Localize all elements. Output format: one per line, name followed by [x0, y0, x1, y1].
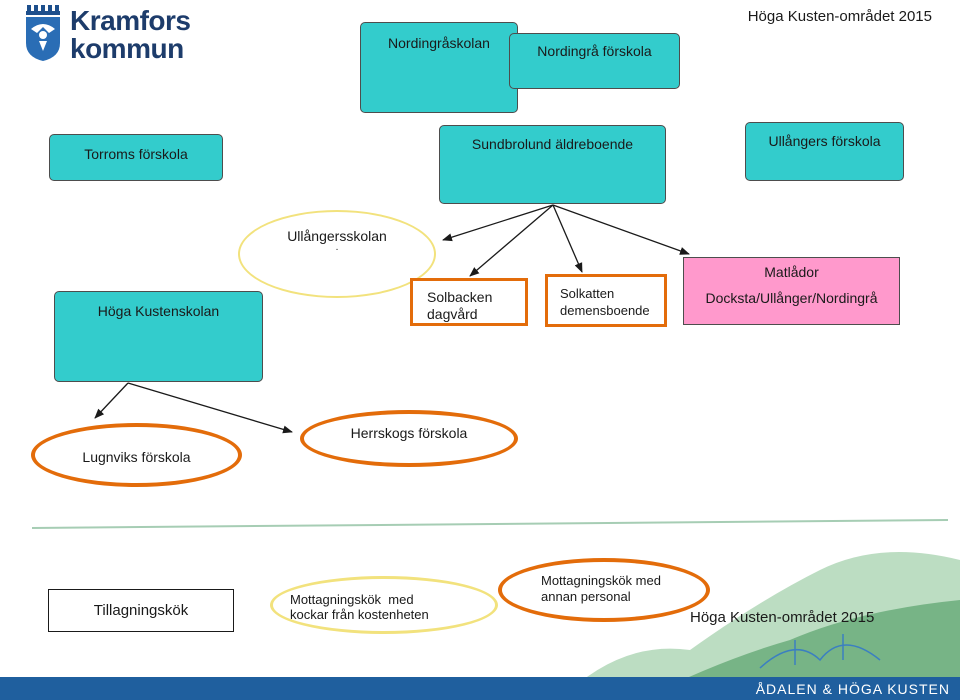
- node-dot: .: [335, 242, 339, 253]
- arrow-to-solbacken: [469, 204, 554, 277]
- legend-label-line1: Mottagningskök med: [290, 592, 414, 607]
- node-label-line2: demensboende: [560, 303, 650, 318]
- node-sundbrolund: Sundbrolund äldreboende: [439, 125, 666, 204]
- legend-mottagning-kockar: Mottagningskök med kockar från kostenhet…: [270, 576, 498, 634]
- arrow-to-lugnviks: [94, 382, 129, 419]
- node-label: Nordingråskolan: [388, 35, 490, 51]
- node-ullangers-forskola: Ullångers förskola: [745, 122, 904, 181]
- arrow-to-matlador: [552, 204, 690, 255]
- node-label-line1: Solbacken: [427, 289, 493, 305]
- legend-label-line2: kockar från kostenheten: [290, 607, 429, 622]
- legend-mottagning-personal: Mottagningskök med annan personal: [498, 558, 710, 622]
- footer-region-title: Höga Kusten-området 2015: [690, 609, 875, 626]
- footer-bar: [0, 677, 960, 700]
- node-label: Ullångersskolan: [287, 228, 387, 244]
- node-nordingra-forskola: Nordingrå förskola: [509, 33, 680, 89]
- footer-brand: ÅDALEN & HÖGA KUSTEN: [755, 681, 950, 697]
- node-label: Herrskogs förskola: [350, 425, 468, 441]
- legend-label-line1: Mottagningskök med: [541, 573, 661, 588]
- kramfors-logo: Kramfors kommun: [24, 5, 194, 65]
- node-label: Ullångers förskola: [768, 133, 881, 149]
- node-label: Höga Kustenskolan: [97, 303, 220, 319]
- node-label: Matlådor: [764, 264, 819, 280]
- node-sublabel: Docksta/Ullånger/Nordingrå: [705, 290, 878, 306]
- node-matlador: Matlådor Docksta/Ullånger/Nordingrå: [683, 257, 900, 325]
- node-herrskogs-forskola: Herrskogs förskola: [300, 410, 518, 467]
- node-label-line2: dagvård: [427, 306, 478, 322]
- separator-line: [31, 519, 949, 529]
- node-ullangersskolan: Ullångersskolan .: [238, 210, 436, 298]
- arrow-to-herrskogs: [127, 382, 293, 434]
- node-nordingraskolan: Nordingråskolan: [360, 22, 518, 113]
- node-label: Torroms förskola: [84, 146, 188, 162]
- arrow-to-ullangersskolan: [442, 204, 554, 242]
- node-label: Sundbrolund äldreboende: [471, 136, 634, 152]
- node-torroms-forskola: Torroms förskola: [49, 134, 223, 181]
- node-solbacken: Solbacken dagvård: [410, 278, 528, 326]
- node-label: Nordingrå förskola: [537, 43, 652, 59]
- node-hoga-kustenskolan: Höga Kustenskolan: [54, 291, 263, 382]
- node-label: Lugnviks förskola: [82, 449, 191, 465]
- arrow-to-solkatten: [552, 204, 583, 273]
- header-region-title: Höga Kusten-området 2015: [747, 8, 932, 25]
- node-lugnviks-forskola: Lugnviks förskola: [31, 423, 242, 487]
- coat-of-arms-icon: [26, 5, 60, 61]
- logo-text-line1: Kramfors: [70, 5, 191, 36]
- legend-label: Tillagningskök: [93, 602, 189, 619]
- bridge-icon: [759, 634, 881, 669]
- node-label-line1: Solkatten: [560, 286, 615, 301]
- legend-tillagningskok: Tillagningskök: [48, 589, 234, 632]
- logo-text-line2: kommun: [70, 33, 184, 64]
- node-solkatten: Solkatten demensboende: [545, 274, 667, 327]
- legend-label-line2: annan personal: [541, 589, 631, 604]
